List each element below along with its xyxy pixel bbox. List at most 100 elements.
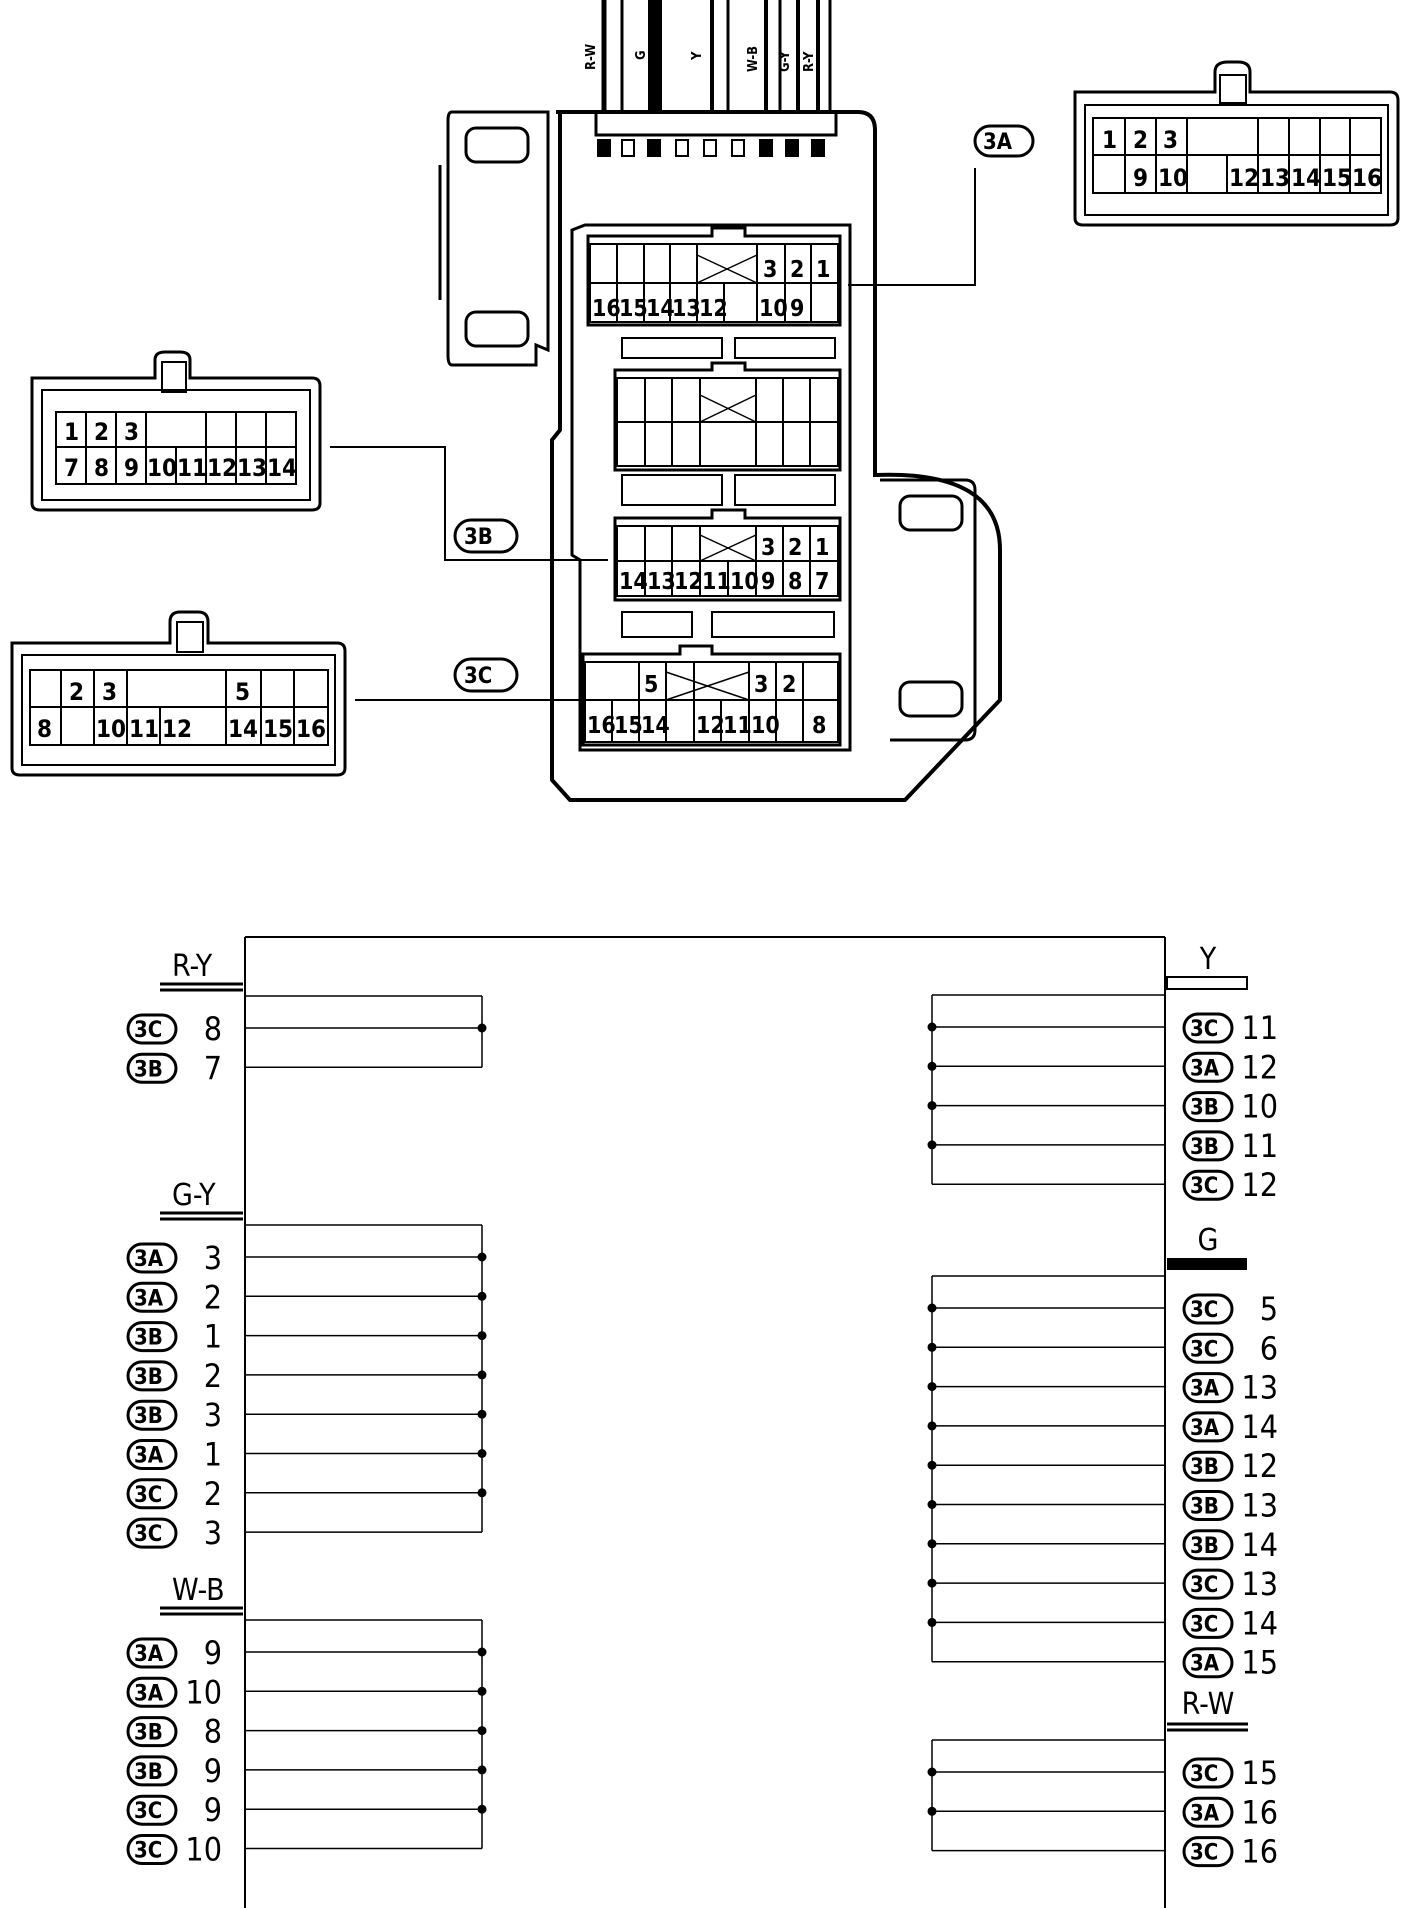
pin-number: 16 <box>1241 1833 1278 1871</box>
pin-number: 8 <box>204 1713 222 1751</box>
junction-block <box>438 110 1002 802</box>
connector-tag-outline <box>126 1439 178 1470</box>
wire-group-label: G-Y <box>172 1178 216 1213</box>
connector-tag-outline <box>1182 1796 1234 1828</box>
tag-3a-label: 3A <box>983 130 1013 155</box>
pin-3c-8: 8 <box>812 713 826 739</box>
wire-group-label: R-W <box>1182 1687 1235 1722</box>
wire-bar <box>1166 976 1248 990</box>
pin-3b-8: 8 <box>788 569 802 595</box>
connector-tag-3a: 3A <box>126 1439 178 1470</box>
connector-tag-label: 3C <box>1190 1298 1218 1323</box>
connector-tag-label: 3A <box>1190 1416 1220 1441</box>
pin-3c-10: 10 <box>751 713 780 739</box>
pin-number: 13 <box>1241 1369 1278 1407</box>
connector-tag-3a: 3A <box>126 1242 178 1274</box>
connector-tag-3c: 3C <box>1182 1293 1234 1325</box>
detail-3c-pin-2: 2 <box>69 678 84 706</box>
pin-3c-3: 3 <box>754 672 768 698</box>
pin-number: 10 <box>185 1673 222 1711</box>
detail-3b-pin-11: 11 <box>177 454 207 482</box>
wire-group-label: R-Y <box>172 949 213 984</box>
pin-number: 3 <box>204 1396 222 1434</box>
connector-tag-label: 3B <box>1190 1096 1219 1121</box>
connector-tag-3b: 3B <box>126 1360 178 1392</box>
connector-tag-3a: 3A <box>126 1676 178 1708</box>
junction-dot <box>927 1617 937 1627</box>
junction-dot <box>927 1806 937 1816</box>
pin-number: 9 <box>204 1752 222 1790</box>
connector-tag-3c: 3C <box>126 1834 178 1865</box>
connector-tag-outline <box>126 1321 178 1353</box>
detail-3a-pin-12: 12 <box>1229 164 1259 192</box>
pin-number: 16 <box>1241 1793 1278 1831</box>
pin-3a-3: 3 <box>763 257 777 283</box>
connector-tag-outline <box>1182 1529 1234 1561</box>
junction-dot <box>927 1022 937 1032</box>
detail-3c-pin-5: 5 <box>235 678 250 706</box>
connector-tag-label: 3C <box>1190 1337 1218 1362</box>
connector-tag-outline <box>126 1834 178 1865</box>
connector-tag-outline <box>1182 1130 1234 1162</box>
connector-tag-label: 3A <box>134 1642 164 1667</box>
connector-tag-3c: 3C <box>1182 1568 1234 1600</box>
connector-tag-label: 3A <box>134 1286 164 1311</box>
pin-3b-11: 11 <box>702 569 731 595</box>
connector-tag-outline <box>126 1716 178 1748</box>
connector-tag-3b: 3B <box>1182 1529 1234 1561</box>
detail-3c-pin-3: 3 <box>102 678 117 706</box>
pin-3b-10: 10 <box>730 569 759 595</box>
connector-tag-label: 3B <box>134 1057 163 1082</box>
detail-3b-pin-13: 13 <box>237 454 267 482</box>
connector-tag-outline <box>126 1755 178 1787</box>
detail-3a-pin-9: 9 <box>1133 164 1148 192</box>
detail-3a-pin-16: 16 <box>1352 164 1382 192</box>
connector-tag-3b: 3B <box>1182 1091 1234 1123</box>
pin-3c-5: 5 <box>644 672 658 698</box>
connector-tag-3b: 3B <box>126 1755 178 1787</box>
connector-tag-3c: 3C <box>126 1478 178 1510</box>
tag-3c: 3C <box>453 657 519 693</box>
connector-tag-3a: 3A <box>1182 1796 1234 1828</box>
pin-3c-11: 11 <box>723 713 752 739</box>
pin-3b-13: 13 <box>647 569 676 595</box>
connector-tag-label: 3B <box>1190 1495 1219 1520</box>
connector-tag-label: 3A <box>134 1444 164 1469</box>
block-socket-3c: 5 3 2 16 15 14 12 11 10 8 <box>581 644 842 747</box>
junction-dot <box>927 1101 937 1111</box>
connector-tag-outline <box>1182 1647 1234 1679</box>
connector-tag-label: 3C <box>1190 1573 1218 1598</box>
detail-connector-3a: 1 2 3 9 10 12 13 14 15 16 <box>1073 60 1400 227</box>
pin-3b-14: 14 <box>619 569 648 595</box>
connector-tag-label: 3C <box>1190 1612 1218 1637</box>
detail-3c-pin-16: 16 <box>296 715 326 743</box>
connector-tag-outline <box>126 1242 178 1274</box>
pin-number: 1 <box>204 1318 222 1356</box>
connector-tag-outline <box>1182 1332 1234 1364</box>
pin-number: 3 <box>204 1514 222 1552</box>
connector-tag-outline <box>1182 1757 1234 1789</box>
pin-3a-13: 13 <box>672 296 701 322</box>
connector-tag-outline <box>1182 1012 1234 1044</box>
detail-3b-pin-2: 2 <box>94 418 109 446</box>
junction-dot <box>477 1726 487 1736</box>
wire-label-r-y: R-Y <box>802 51 817 72</box>
connector-tag-label: 3A <box>134 1247 164 1272</box>
wire-group-label: Y <box>1199 942 1217 977</box>
pin-number: 2 <box>204 1278 222 1316</box>
wire-label-y: Y <box>690 51 705 61</box>
connector-tag-label: 3C <box>1190 1841 1218 1866</box>
connector-tag-3c: 3C <box>126 1013 178 1045</box>
tag-3b-label: 3B <box>464 525 493 550</box>
connector-tag-outline <box>126 1360 178 1392</box>
junction-dot <box>477 1331 487 1341</box>
block-socket-middle <box>613 361 842 472</box>
connector-tag-label: 3A <box>1190 1652 1220 1677</box>
detail-3c-pin-15: 15 <box>263 715 293 743</box>
pin-3a-9: 9 <box>790 296 804 322</box>
connector-tag-label: 3B <box>134 1326 163 1351</box>
junction-dot <box>927 1767 937 1777</box>
block-socket-3b: 3 2 1 14 13 12 11 10 9 8 7 <box>613 508 842 602</box>
